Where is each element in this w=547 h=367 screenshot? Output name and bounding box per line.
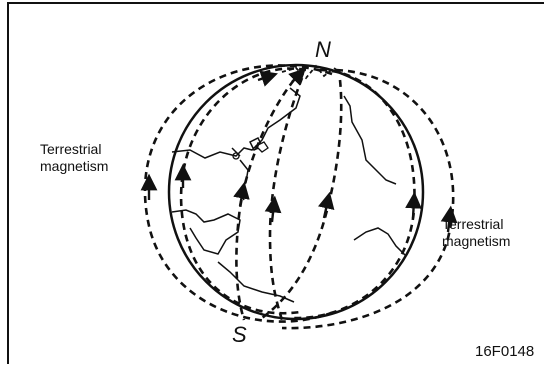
- south-pole-label: S: [232, 322, 247, 348]
- arrow-north-upper: [258, 76, 270, 80]
- antarctica-coast-left: [218, 262, 294, 302]
- landmass-outlines: [172, 88, 406, 302]
- north-america-coast: [344, 96, 396, 184]
- field-line-center: [270, 78, 302, 320]
- terrestrial-magnetism-label-right: Terrestrial magnetism: [442, 216, 510, 250]
- field-line-outer-right: [282, 70, 453, 328]
- south-america-coast: [354, 228, 406, 256]
- arrow-north-left: [292, 74, 300, 82]
- figure-code: 16F0148: [475, 343, 534, 360]
- terrestrial-magnetism-label-left: Terrestrial magnetism: [40, 141, 108, 175]
- field-line-inner-right: [292, 70, 414, 318]
- field-line-outer-left: [145, 65, 334, 321]
- north-pole-label: N: [315, 37, 331, 63]
- arrow-inner-right: [413, 200, 414, 218]
